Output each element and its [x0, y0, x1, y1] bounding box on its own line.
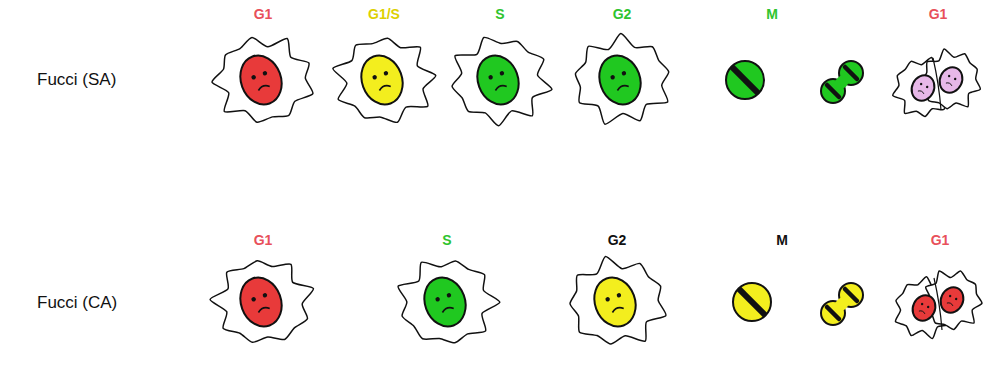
- face-eye: [949, 295, 952, 298]
- nucleus-outline: [937, 284, 968, 317]
- nucleus-outline: [471, 50, 526, 111]
- cell-body: [452, 37, 552, 125]
- face-eye: [921, 303, 924, 306]
- cell-body: [398, 261, 500, 343]
- face-eye: [383, 70, 389, 76]
- face-mouth: [946, 82, 953, 86]
- phase-label: M: [776, 232, 788, 248]
- nucleus-outline: [909, 292, 940, 325]
- phase-label: G1/S: [368, 6, 400, 22]
- face-eye: [488, 75, 494, 81]
- cell-body: [333, 38, 436, 122]
- phase-label: M: [766, 6, 778, 22]
- phase-label: G1: [931, 232, 950, 248]
- row-label: Fucci (SA): [37, 70, 116, 90]
- nucleus: [418, 272, 473, 333]
- nucleus: [471, 50, 526, 111]
- nucleus-outline: [234, 272, 289, 333]
- chromosome-bar: [726, 61, 764, 99]
- mitotic-cell: [726, 61, 764, 99]
- nucleus-outline: [418, 272, 473, 333]
- chromosome-bar: [733, 283, 771, 321]
- face-eye: [251, 75, 257, 81]
- nucleus: [588, 272, 643, 333]
- face-mouth: [617, 84, 629, 90]
- chromosome-bar: [845, 289, 857, 301]
- nucleus: [355, 50, 410, 111]
- nucleus: [936, 64, 967, 97]
- face-eye: [610, 75, 616, 81]
- nucleus: [593, 50, 648, 111]
- face-eye: [262, 70, 268, 76]
- face-eye: [927, 305, 930, 308]
- nucleus: [908, 72, 939, 105]
- face-eye: [605, 297, 611, 303]
- chromosome-bar: [827, 85, 839, 97]
- nucleus-outline: [588, 272, 643, 333]
- face-eye: [251, 297, 257, 303]
- phase-label: G1: [254, 232, 273, 248]
- cell-body: [212, 37, 313, 122]
- face-mouth: [947, 302, 954, 306]
- chromosome-bar: [845, 67, 857, 79]
- face-mouth: [919, 310, 926, 314]
- nucleus-outline: [355, 50, 410, 111]
- face-eye: [435, 297, 441, 303]
- face-eye: [621, 70, 627, 76]
- face-mouth: [258, 306, 270, 312]
- nucleus-outline: [908, 72, 939, 105]
- face-eye: [372, 75, 378, 81]
- face-eye: [954, 77, 957, 80]
- nucleus: [234, 272, 289, 333]
- phase-label: S: [495, 6, 504, 22]
- face-mouth: [918, 90, 925, 94]
- phase-label: S: [442, 232, 451, 248]
- face-mouth: [379, 84, 391, 90]
- cell-body: [570, 256, 666, 344]
- cell-body: [575, 34, 668, 125]
- face-eye: [616, 292, 622, 298]
- face-eye: [926, 85, 929, 88]
- phase-label: G1: [929, 6, 948, 22]
- nucleus: [234, 50, 289, 111]
- face-eye: [920, 83, 923, 86]
- mitotic-cell: [733, 283, 771, 321]
- nucleus-outline: [234, 50, 289, 111]
- face-eye: [955, 297, 958, 300]
- nucleus: [937, 284, 968, 317]
- row-label: Fucci (CA): [37, 293, 117, 313]
- face-eye: [446, 292, 452, 298]
- face-mouth: [258, 84, 270, 90]
- phase-label: G1: [254, 6, 273, 22]
- phase-label: G2: [613, 6, 632, 22]
- cell-body: [210, 261, 313, 343]
- face-eye: [948, 75, 951, 78]
- face-mouth: [442, 306, 454, 312]
- face-eye: [262, 292, 268, 298]
- nucleus-outline: [936, 64, 967, 97]
- chromosome-bar: [827, 307, 839, 319]
- face-eye: [499, 70, 505, 76]
- face-mouth: [612, 306, 624, 312]
- phase-label: G2: [608, 232, 627, 248]
- nucleus-outline: [593, 50, 648, 111]
- face-mouth: [495, 84, 507, 90]
- nucleus: [909, 292, 940, 325]
